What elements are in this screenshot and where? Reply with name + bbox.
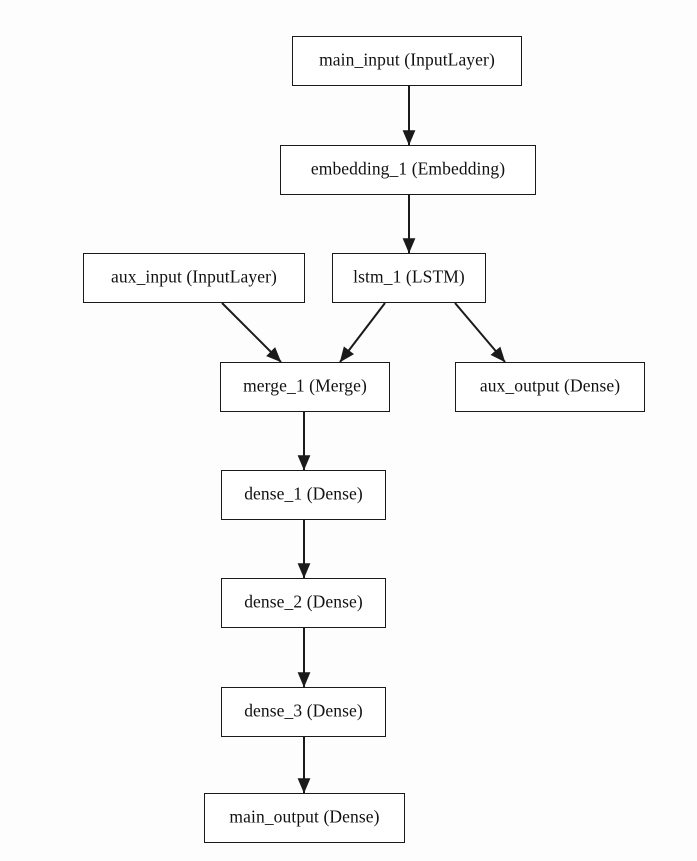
node-main_output[interactable]: main_output (Dense) [204, 793, 405, 843]
edge-lstm_1-to-merge_1 [339, 302, 386, 363]
node-label-embedding_1: embedding_1 (Embedding) [310, 158, 506, 179]
node-main_input[interactable]: main_input (InputLayer) [292, 36, 522, 86]
node-embedding_1[interactable]: embedding_1 (Embedding) [280, 145, 536, 195]
node-label-aux_input: aux_input (InputLayer) [111, 266, 277, 287]
edge-lstm_1-to-aux_output [454, 302, 506, 363]
node-lstm_1[interactable]: lstm_1 (LSTM) [332, 253, 486, 303]
node-label-dense_3: dense_3 (Dense) [244, 700, 363, 721]
node-label-dense_1: dense_1 (Dense) [244, 483, 363, 504]
node-dense_3[interactable]: dense_3 (Dense) [221, 687, 386, 737]
node-aux_output[interactable]: aux_output (Dense) [455, 362, 645, 412]
node-label-main_output: main_output (Dense) [229, 806, 380, 827]
node-label-aux_output: aux_output (Dense) [479, 375, 621, 396]
node-label-main_input: main_input (InputLayer) [319, 49, 495, 70]
node-label-merge_1: merge_1 (Merge) [243, 375, 367, 396]
edge-aux_input-to-merge_1 [221, 302, 282, 363]
node-aux_input[interactable]: aux_input (InputLayer) [83, 253, 305, 303]
node-dense_1[interactable]: dense_1 (Dense) [221, 470, 386, 520]
node-label-dense_2: dense_2 (Dense) [244, 591, 363, 612]
node-dense_2[interactable]: dense_2 (Dense) [221, 578, 386, 628]
node-merge_1[interactable]: merge_1 (Merge) [220, 362, 390, 412]
node-label-lstm_1: lstm_1 (LSTM) [353, 266, 465, 287]
